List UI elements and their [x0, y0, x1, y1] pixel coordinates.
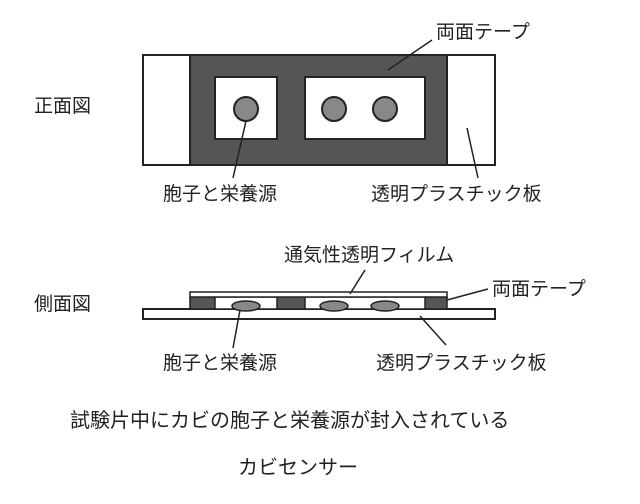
side-plastic-label: 透明プラスチック板: [376, 352, 547, 374]
side-view-title: 側面図: [34, 293, 92, 315]
caption-description: 試験片中にカビの胞子と栄養源が封入されている: [70, 408, 510, 432]
front-spore-label: 胞子と栄養源: [163, 183, 278, 205]
front-view-title: 正面図: [34, 95, 92, 117]
side-spore-label: 胞子と栄養源: [163, 352, 278, 374]
front-spore-leader: [232, 120, 247, 179]
side-breathable-film: [189, 291, 448, 298]
caption-name: カビセンサー: [238, 455, 358, 479]
front-spore-dot: [372, 96, 398, 122]
front-tape-leader: [387, 39, 433, 71]
front-tape-label: 両面テープ: [436, 21, 530, 43]
side-view: [142, 291, 496, 320]
side-spore-dot: [370, 300, 400, 312]
front-plastic-leader: [466, 127, 479, 179]
side-plastic-leader: [419, 315, 447, 346]
front-spore-dot: [233, 96, 259, 122]
front-spore-dot: [321, 96, 347, 122]
front-view: [142, 54, 496, 166]
side-tape-leader: [446, 288, 489, 301]
side-spore-dot: [231, 300, 261, 312]
side-film-label: 通気性透明フィルム: [284, 244, 455, 266]
side-spore-leader: [232, 309, 241, 349]
side-plastic-plate: [142, 308, 496, 320]
side-spore-dot: [319, 300, 349, 312]
side-film-leader: [349, 269, 366, 295]
side-tape-label: 両面テープ: [492, 278, 586, 300]
front-plastic-label: 透明プラスチック板: [371, 183, 542, 205]
